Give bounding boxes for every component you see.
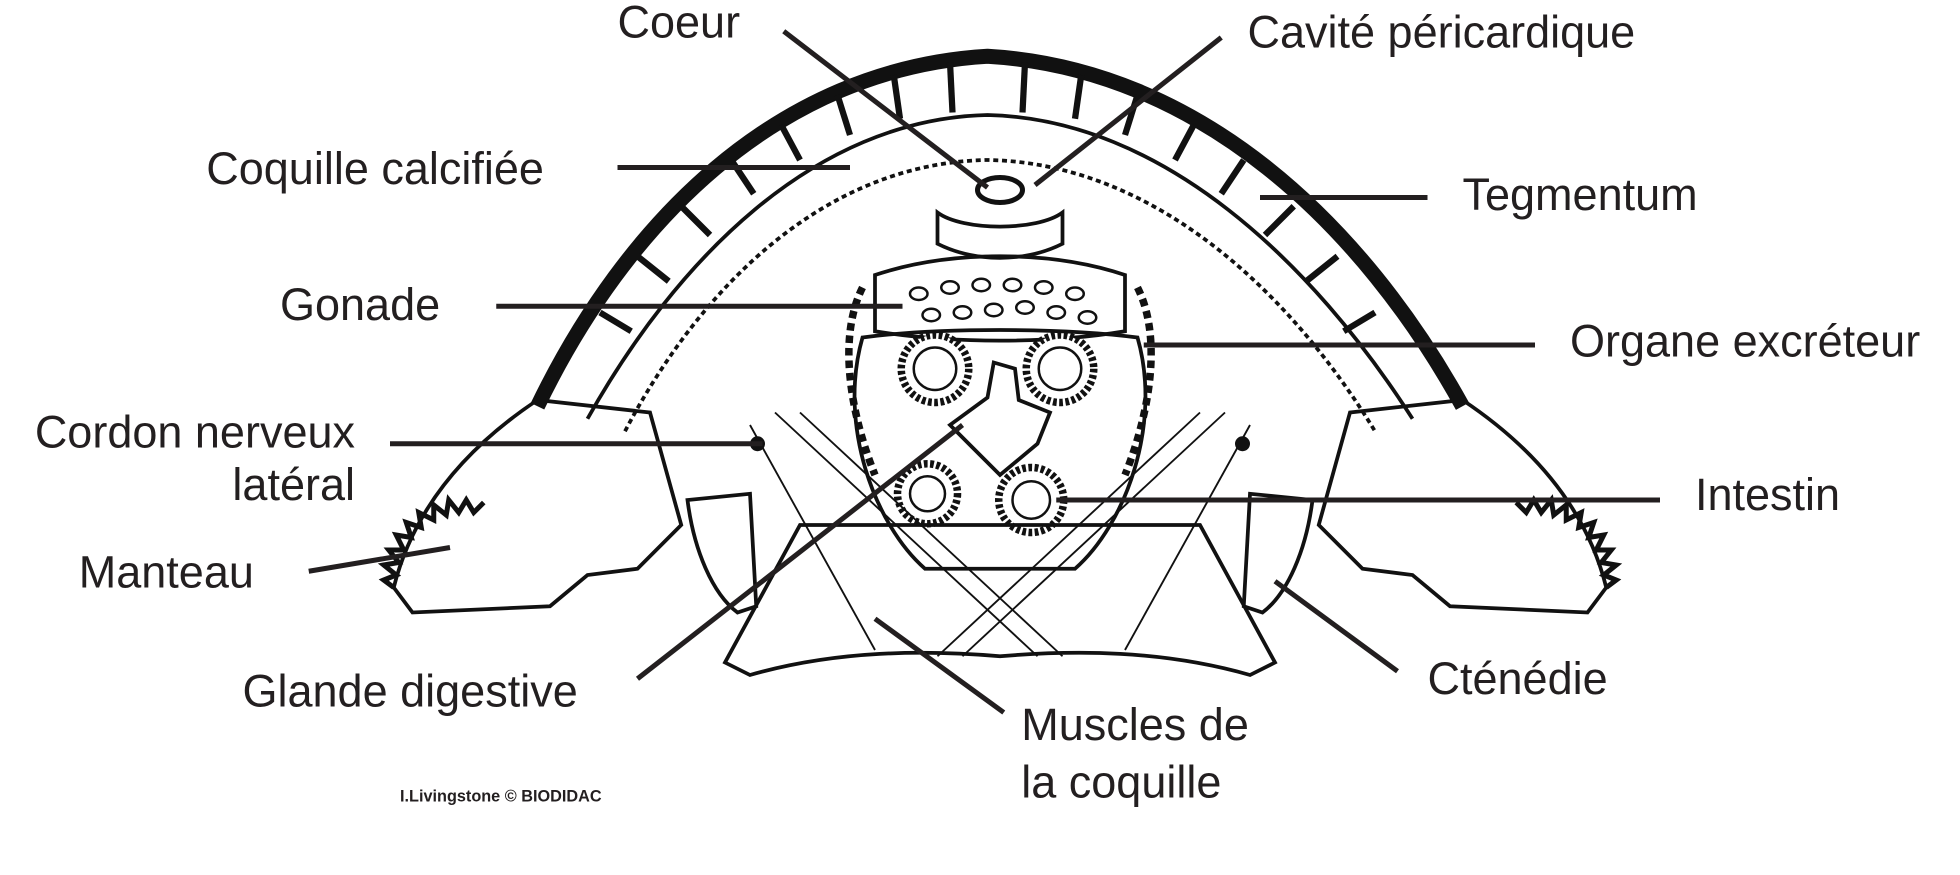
lateral-nerve-cord-right xyxy=(1235,436,1250,452)
girdle-spines-right xyxy=(1514,494,1623,590)
foot xyxy=(722,523,1278,678)
label-glande-digestive: Glande digestive xyxy=(243,665,578,716)
excretory-organ-left xyxy=(845,285,879,477)
label-intestin: Intestin xyxy=(1695,469,1840,520)
label-gonade: Gonade xyxy=(280,279,440,330)
label-cordon-nerveux: Cordon nerveux xyxy=(35,407,356,458)
labels: Coeur Cavité péricardique Coquille calci… xyxy=(35,0,1920,808)
heart xyxy=(975,175,1025,205)
tegmentum-outline xyxy=(530,48,1470,410)
label-coeur: Coeur xyxy=(618,0,741,48)
pericardial-cavity xyxy=(935,208,1065,260)
label-ctenidie: Cténédie xyxy=(1428,653,1608,704)
label-lateral: latéral xyxy=(232,459,355,510)
credit: I.Livingstone © BIODIDAC xyxy=(400,787,602,805)
label-coquille-calcifiee: Coquille calcifiée xyxy=(206,143,544,194)
mantle-right xyxy=(1316,398,1609,615)
leader-lines xyxy=(308,29,1660,715)
digestive-gland xyxy=(947,360,1053,478)
girdle-spines-left xyxy=(377,494,486,590)
label-tegmentum: Tegmentum xyxy=(1463,169,1698,220)
label-la-coquille: la coquille xyxy=(1021,757,1221,808)
label-manteau: Manteau xyxy=(79,547,254,598)
shell-muscles xyxy=(749,411,1251,657)
ctenidium-left xyxy=(685,491,759,615)
label-organe-excreteur: Organe excréteur xyxy=(1570,315,1920,366)
label-muscles-de: Muscles de xyxy=(1021,699,1249,750)
shell-inner-layer xyxy=(585,113,1415,420)
tegmentum-stripes xyxy=(598,62,1377,334)
intestine-sections xyxy=(893,331,1098,537)
ctenidium-right xyxy=(1241,491,1315,615)
gonad-eggs xyxy=(908,277,1098,325)
excretory-organ-right xyxy=(1121,285,1155,477)
illustration xyxy=(377,48,1623,678)
label-cavite-pericardique: Cavité péricardique xyxy=(1248,7,1636,58)
shell-calcified-layer xyxy=(623,158,1377,433)
